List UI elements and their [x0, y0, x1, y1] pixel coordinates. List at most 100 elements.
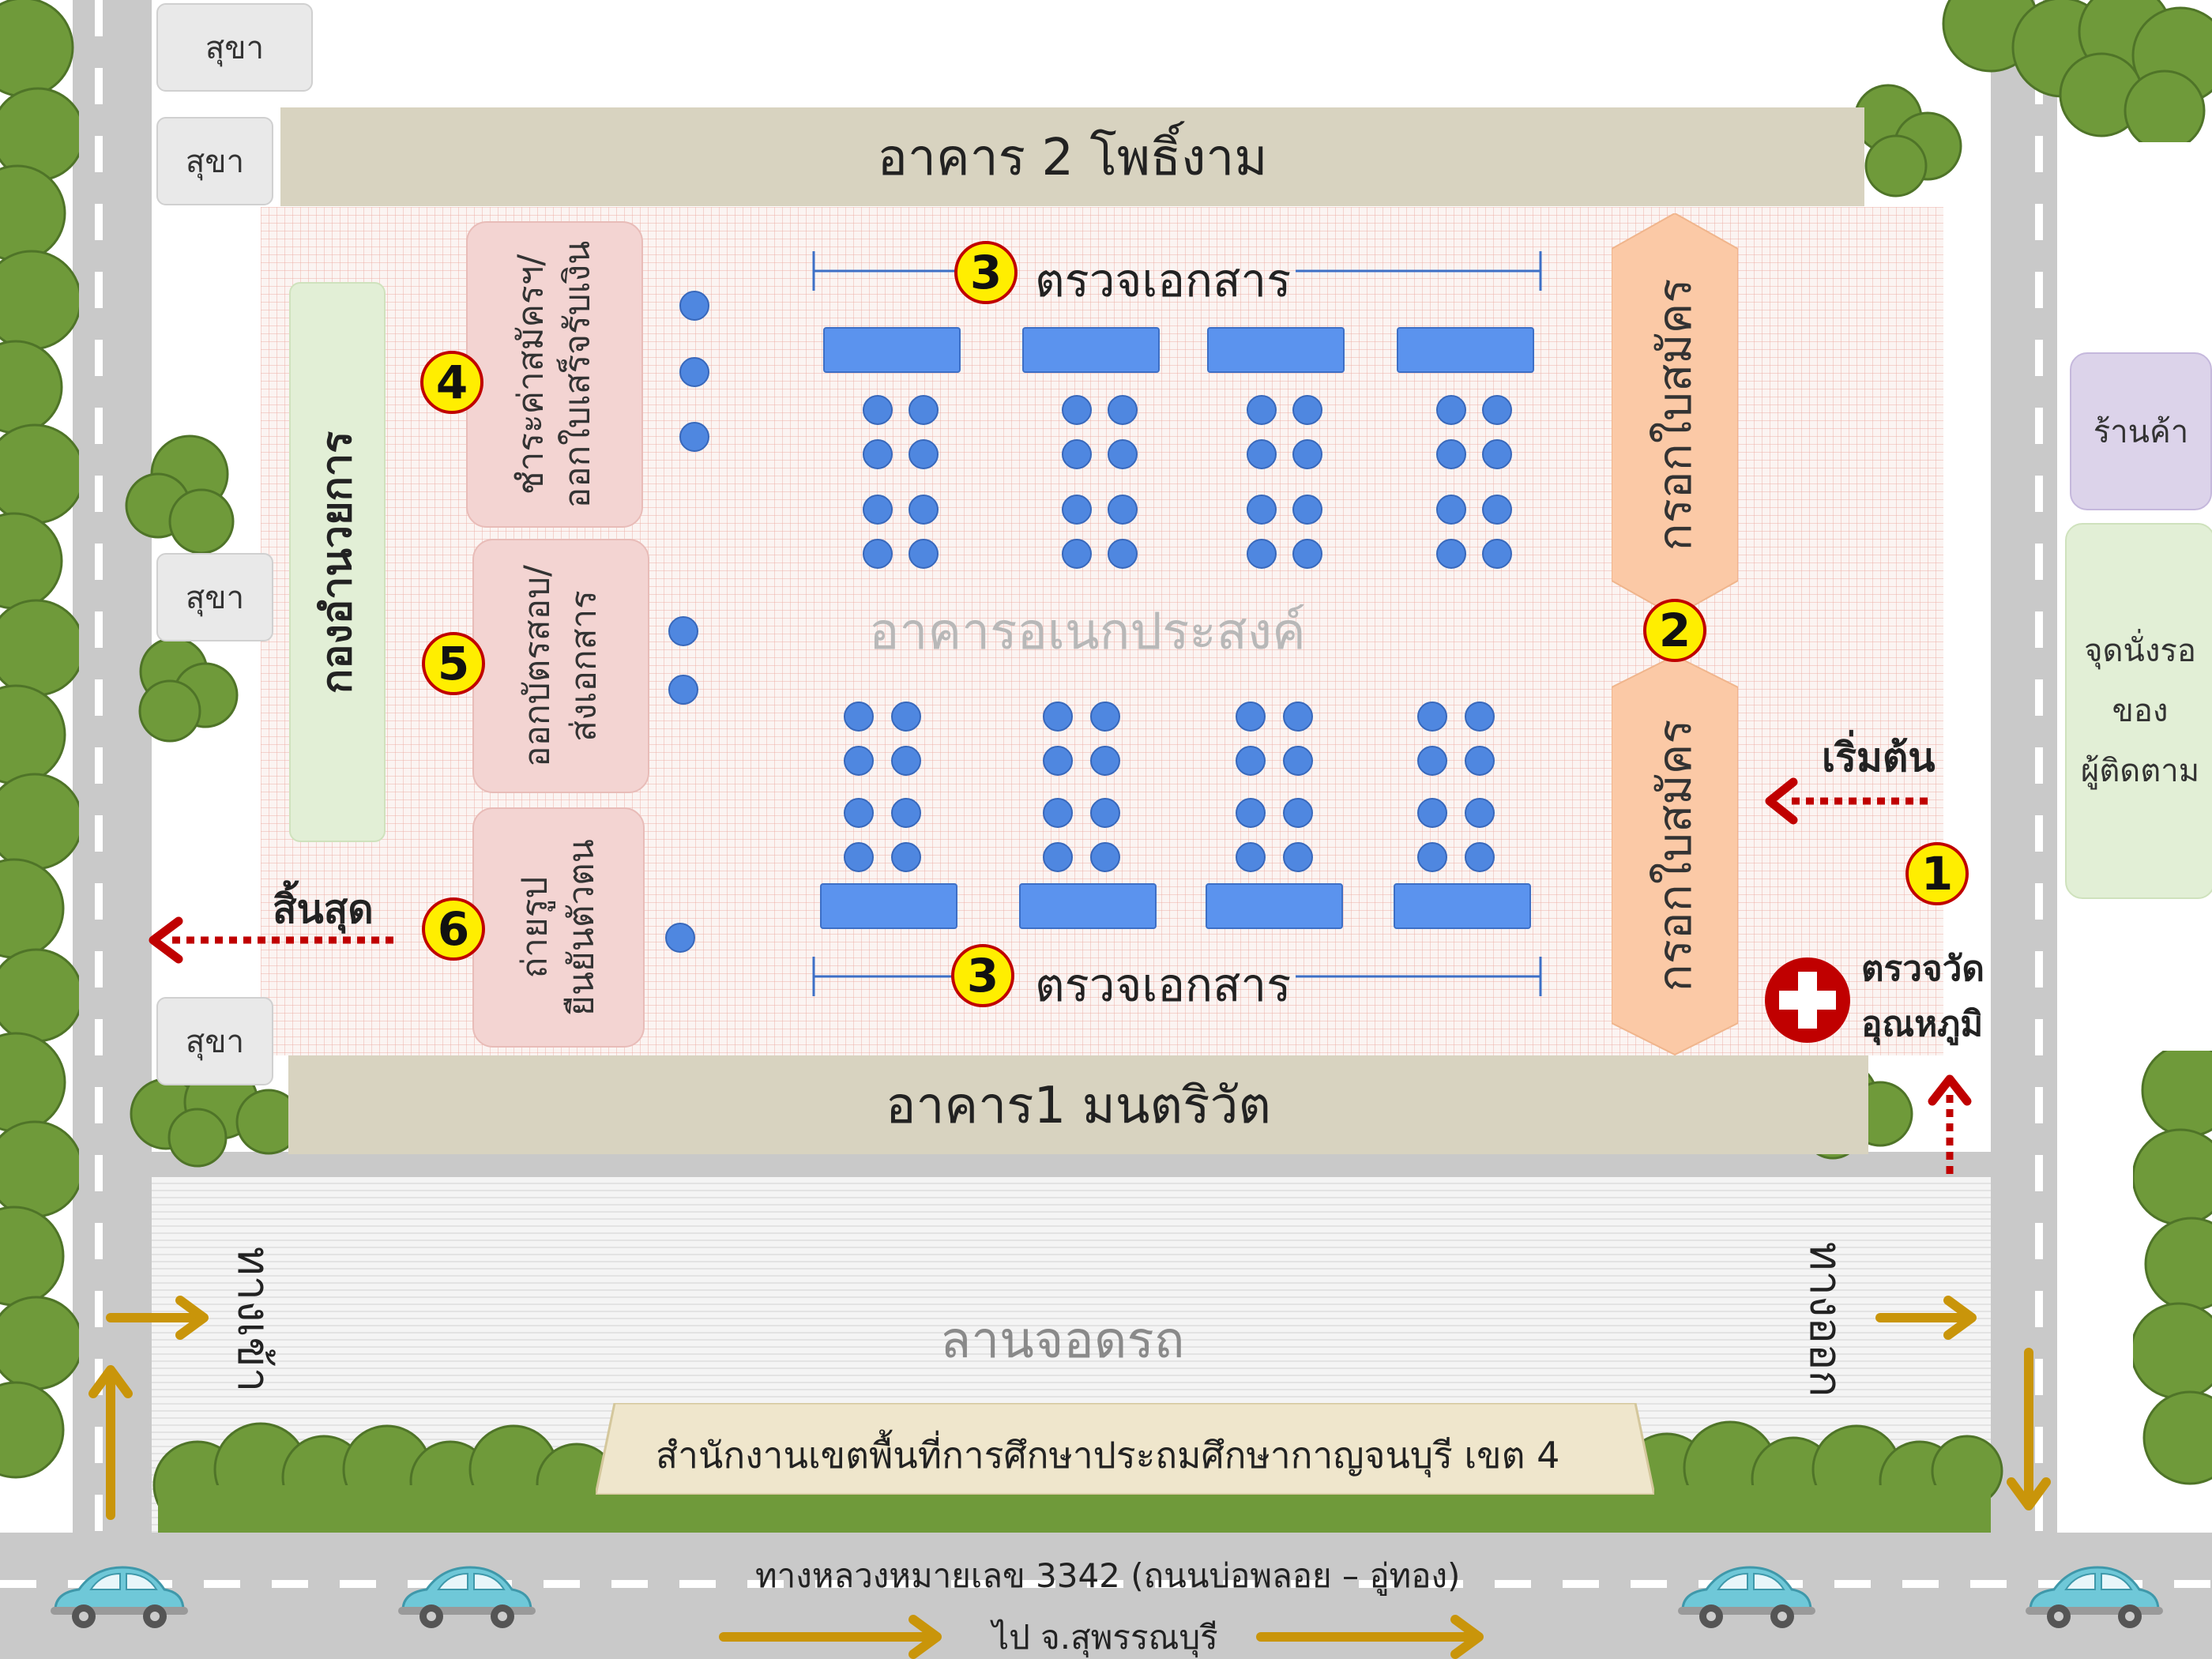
- exam-seat: [1236, 702, 1266, 732]
- exam-seat: [1090, 798, 1120, 828]
- restroom-4: สุขา: [156, 997, 273, 1085]
- badge-step-3-bottom: 3: [951, 944, 1014, 1007]
- left-tree-line: [0, 0, 79, 1479]
- doc-check-top-label: ตรวจเอกสาร: [1035, 254, 1292, 307]
- badge-step-4: 4: [420, 351, 483, 414]
- exam-seat: [908, 539, 939, 569]
- restroom-3: สุขา: [156, 553, 273, 641]
- restroom-1: สุขา: [156, 3, 313, 92]
- exam-seat: [1465, 842, 1495, 872]
- car-icon: [2026, 1566, 2163, 1628]
- exam-seat: [908, 395, 939, 425]
- exam-seat: [1292, 395, 1322, 425]
- exam-seat: [1236, 798, 1266, 828]
- office-sign-text: สำนักงานเขตพื้นที่การศึกษาประถมศึกษากาญจ…: [656, 1434, 1560, 1477]
- entrance-label: ทางเข้า: [227, 1246, 279, 1393]
- exam-seat: [844, 746, 874, 776]
- waiting-area: จุดนั่งรอ ของ ผู้ติดตาม: [2065, 523, 2212, 899]
- exam-seat: [1043, 842, 1073, 872]
- right-lower-trees: [2133, 1051, 2212, 1485]
- exam-seat: [844, 842, 874, 872]
- badge-step-2: 2: [1643, 599, 1706, 662]
- station-4-payment: ชำระค่าสมัครฯ/ ออกใบเสร็จรับเงิน: [466, 221, 643, 528]
- badge-step-3-top: 3: [954, 241, 1018, 304]
- queue-seat: [679, 357, 709, 387]
- exam-seat: [1417, 842, 1447, 872]
- exam-seat: [1062, 439, 1092, 469]
- exam-seat: [1465, 702, 1495, 732]
- exam-seat: [1482, 439, 1512, 469]
- exam-seat: [1283, 746, 1313, 776]
- exam-seat: [891, 842, 921, 872]
- left-road: [73, 0, 152, 1533]
- exam-table: [1394, 883, 1531, 929]
- exam-seat: [1436, 395, 1466, 425]
- restroom-2: สุขา: [156, 117, 273, 205]
- queue-seat: [679, 422, 709, 452]
- exam-seat: [1247, 439, 1277, 469]
- exam-table: [1397, 327, 1534, 373]
- shop-label: ร้านค้า: [2093, 414, 2189, 450]
- exam-seat: [1062, 395, 1092, 425]
- exam-seat: [1043, 746, 1073, 776]
- exam-seat: [1482, 495, 1512, 525]
- highway-lane-mark: [0, 1580, 2212, 1588]
- exam-seat: [1436, 439, 1466, 469]
- first-aid-icon: [1765, 957, 1850, 1043]
- station-5-exam-card: ออกบัตรสอบ/ ส่งเอกสาร: [472, 539, 649, 793]
- car-icon: [1678, 1566, 1815, 1628]
- left-road-lane-mark: [95, 0, 103, 1533]
- temperature-line-1: ตรวจวัด: [1861, 949, 1984, 989]
- shop: ร้านค้า: [2070, 352, 2212, 510]
- restroom-4-label: สุขา: [185, 1024, 245, 1060]
- right-road: [1991, 0, 2057, 1533]
- queue-seat: [668, 675, 698, 705]
- exam-seat: [1043, 702, 1073, 732]
- entrance-gate: ทางเข้า: [213, 1232, 292, 1406]
- exam-seat: [1436, 539, 1466, 569]
- hall-label: อาคารอเนกประสงค์: [869, 603, 1306, 661]
- office-sign-board: [596, 1403, 1654, 1495]
- exam-seat: [1062, 495, 1092, 525]
- exam-seat: [1283, 842, 1313, 872]
- exam-seat: [1090, 702, 1120, 732]
- exam-seat: [1247, 539, 1277, 569]
- badge-step-6: 6: [422, 897, 485, 961]
- exam-seat: [891, 702, 921, 732]
- exam-seat: [891, 798, 921, 828]
- exam-seat: [863, 495, 893, 525]
- building-2: อาคาร 2 โพธิ์งาม: [280, 107, 1864, 206]
- exam-seat: [1482, 539, 1512, 569]
- temperature-check-label: ตรวจวัด อุณหภูมิ: [1861, 942, 1984, 1053]
- exam-seat: [1043, 798, 1073, 828]
- exam-seat: [1090, 746, 1120, 776]
- exam-seat: [863, 539, 893, 569]
- exam-seat: [908, 439, 939, 469]
- badge-step-5: 5: [422, 632, 485, 695]
- doc-check-bottom-label: ตรวจเอกสาร: [1035, 958, 1292, 1012]
- exam-seat: [863, 439, 893, 469]
- exam-seat: [1417, 702, 1447, 732]
- exam-seat: [908, 495, 939, 525]
- exit-gate: ทางออก: [1785, 1232, 1864, 1406]
- exit-label: ทางออก: [1799, 1241, 1851, 1398]
- exam-seat: [1283, 798, 1313, 828]
- waiting-line-2: ของ: [2112, 693, 2169, 729]
- exam-seat: [1292, 439, 1322, 469]
- queue-seat: [679, 291, 709, 321]
- exam-seat: [1436, 495, 1466, 525]
- building-1: อาคาร1 มนตริวัต: [288, 1055, 1868, 1154]
- inner-road: [152, 1152, 1991, 1177]
- exam-seat: [844, 702, 874, 732]
- exam-seat: [1090, 842, 1120, 872]
- exam-table: [1206, 883, 1343, 929]
- restroom-3-label: สุขา: [185, 580, 245, 616]
- car-icon: [51, 1566, 188, 1628]
- exam-seat: [1236, 746, 1266, 776]
- highway-direction: ไป จ.สุพรรณบุรี: [992, 1618, 1218, 1657]
- exam-seat: [1108, 395, 1138, 425]
- exam-seat: [1283, 702, 1313, 732]
